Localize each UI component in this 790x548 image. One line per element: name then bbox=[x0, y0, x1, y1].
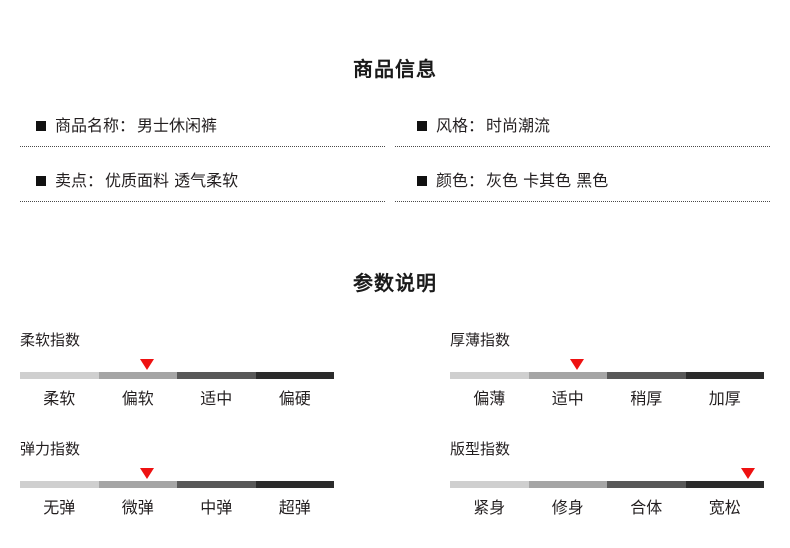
gauge-track-wrap bbox=[20, 468, 355, 488]
info-line: 颜色： 灰色 卡其色 黑色 bbox=[395, 167, 770, 195]
gauge-label: 适中 bbox=[200, 389, 233, 408]
gauge-segment bbox=[98, 372, 177, 379]
gauge-segment bbox=[177, 481, 256, 488]
gauge-segment bbox=[528, 372, 607, 379]
gauge-labels: 无弹 微弹 中弹 超弹 bbox=[20, 496, 334, 520]
gauge-elasticity: 弹力指数 无弹 微弹 中弹 超弹 bbox=[20, 439, 355, 520]
square-bullet-icon bbox=[36, 121, 46, 131]
gauge-label: 稍厚 bbox=[630, 389, 663, 408]
gauge-title: 版型指数 bbox=[450, 440, 511, 458]
gauge-label: 偏软 bbox=[121, 389, 154, 408]
gauge-row: 柔软指数 柔软 偏软 适中 偏硬 厚薄指数 bbox=[0, 330, 790, 411]
gauge-segment bbox=[20, 481, 99, 488]
info-cell-style: 风格： 时尚潮流 bbox=[395, 112, 770, 147]
gauge-label: 柔软 bbox=[43, 389, 76, 408]
gauge-label: 偏薄 bbox=[473, 389, 506, 408]
info-line: 风格： 时尚潮流 bbox=[395, 112, 770, 140]
info-line: 商品名称： 男士休闲裤 bbox=[20, 112, 385, 140]
gauge-segment bbox=[450, 481, 529, 488]
gauge-title: 厚薄指数 bbox=[450, 331, 511, 349]
gauge-marker-icon bbox=[140, 359, 155, 370]
gauge-segment bbox=[607, 481, 686, 488]
gauge-track-wrap bbox=[20, 359, 355, 379]
gauge-labels: 紧身 修身 合体 宽松 bbox=[450, 496, 764, 520]
gauge-label: 宽松 bbox=[708, 498, 741, 517]
info-cell-product-name: 商品名称： 男士休闲裤 bbox=[20, 112, 385, 147]
gauge-fit: 版型指数 紧身 修身 合体 宽松 bbox=[450, 439, 785, 520]
gauge-segment bbox=[528, 481, 607, 488]
square-bullet-icon bbox=[417, 121, 427, 131]
gauge-label: 修身 bbox=[551, 498, 584, 517]
gauge-label: 偏硬 bbox=[278, 389, 311, 408]
info-row: 商品名称： 男士休闲裤 风格： 时尚潮流 bbox=[0, 112, 790, 167]
gauge-segment bbox=[255, 481, 334, 488]
gauge-track bbox=[450, 481, 764, 488]
square-bullet-icon bbox=[36, 176, 46, 186]
gauge-row: 弹力指数 无弹 微弹 中弹 超弹 版型指数 bbox=[0, 439, 790, 520]
product-info-section-title: 商品信息 bbox=[353, 57, 437, 81]
gauge-label: 微弹 bbox=[121, 498, 154, 517]
info-label: 颜色： bbox=[436, 171, 485, 190]
gauge-segment bbox=[98, 481, 177, 488]
gauge-marker-icon bbox=[570, 359, 585, 370]
gauge-marker-icon bbox=[741, 468, 756, 479]
info-value: 优质面料 透气柔软 bbox=[105, 171, 239, 190]
info-value: 时尚潮流 bbox=[486, 116, 551, 135]
gauge-segment bbox=[607, 372, 686, 379]
parameter-gauges: 柔软指数 柔软 偏软 适中 偏硬 厚薄指数 bbox=[0, 330, 790, 548]
gauge-title: 柔软指数 bbox=[20, 331, 81, 349]
gauge-label: 超弹 bbox=[278, 498, 311, 517]
gauge-segment bbox=[450, 372, 529, 379]
gauge-labels: 偏薄 适中 稍厚 加厚 bbox=[450, 387, 764, 411]
gauge-label: 合体 bbox=[630, 498, 663, 517]
gauge-segment bbox=[685, 481, 764, 488]
info-label: 卖点： bbox=[55, 171, 104, 190]
gauge-label: 加厚 bbox=[708, 389, 741, 408]
gauge-label: 无弹 bbox=[43, 498, 76, 517]
gauge-segment bbox=[685, 372, 764, 379]
gauge-track bbox=[20, 372, 334, 379]
info-line: 卖点： 优质面料 透气柔软 bbox=[20, 167, 385, 195]
gauge-softness: 柔软指数 柔软 偏软 适中 偏硬 bbox=[20, 330, 355, 411]
gauge-label: 中弹 bbox=[200, 498, 233, 517]
product-info-table: 商品名称： 男士休闲裤 风格： 时尚潮流 卖点： 优质面料 透气柔软 颜色： bbox=[0, 112, 790, 222]
gauge-label: 紧身 bbox=[473, 498, 506, 517]
gauge-marker-icon bbox=[140, 468, 155, 479]
square-bullet-icon bbox=[417, 176, 427, 186]
gauge-track bbox=[450, 372, 764, 379]
gauge-segment bbox=[255, 372, 334, 379]
gauge-label: 适中 bbox=[551, 389, 584, 408]
info-value: 灰色 卡其色 黑色 bbox=[486, 171, 609, 190]
info-cell-color: 颜色： 灰色 卡其色 黑色 bbox=[395, 167, 770, 202]
gauge-track-wrap bbox=[450, 359, 785, 379]
gauge-thickness: 厚薄指数 偏薄 适中 稍厚 加厚 bbox=[450, 330, 785, 411]
info-value: 男士休闲裤 bbox=[137, 116, 218, 135]
gauge-title: 弹力指数 bbox=[20, 440, 81, 458]
gauge-labels: 柔软 偏软 适中 偏硬 bbox=[20, 387, 334, 411]
gauge-segment bbox=[177, 372, 256, 379]
info-label: 风格： bbox=[436, 116, 485, 135]
gauge-track-wrap bbox=[450, 468, 785, 488]
info-label: 商品名称： bbox=[55, 116, 136, 135]
info-row: 卖点： 优质面料 透气柔软 颜色： 灰色 卡其色 黑色 bbox=[0, 167, 790, 222]
gauge-track bbox=[20, 481, 334, 488]
parameters-section-title: 参数说明 bbox=[353, 271, 437, 295]
info-cell-selling-point: 卖点： 优质面料 透气柔软 bbox=[20, 167, 385, 202]
gauge-segment bbox=[20, 372, 99, 379]
